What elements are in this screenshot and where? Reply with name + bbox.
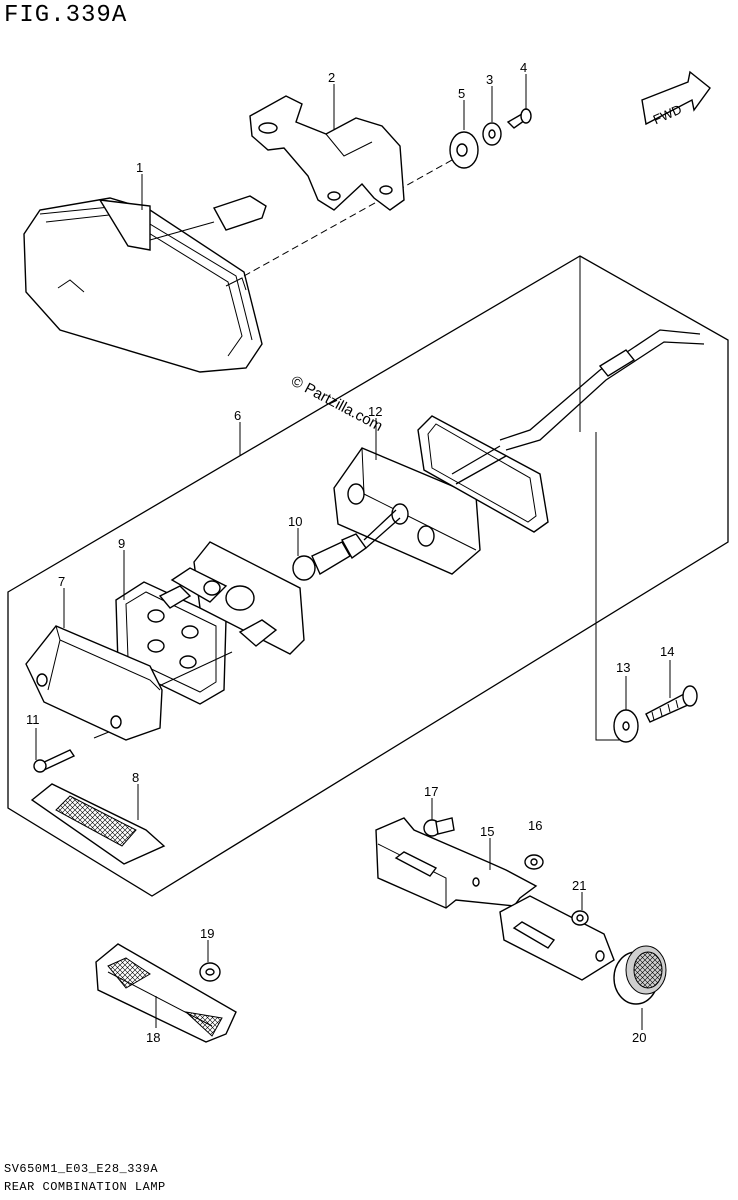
- nut-21: [571, 910, 589, 926]
- callout-11: 11: [26, 712, 40, 727]
- callout-8: 8: [132, 770, 139, 785]
- callout-7: 7: [58, 574, 65, 589]
- tail-lamp-housing: [23, 195, 267, 373]
- callout-12: 12: [368, 404, 382, 419]
- callout-15: 15: [480, 824, 494, 839]
- callout-6: 6: [234, 408, 241, 423]
- callout-3: 3: [486, 72, 493, 87]
- screw-11: [33, 749, 76, 773]
- rear-reflector-18: [95, 943, 237, 1043]
- diagram-code: SV650M1_E03_E28_339A: [4, 1162, 159, 1176]
- callout-9: 9: [118, 536, 125, 551]
- bulb-socket-board: [158, 541, 305, 655]
- screw-4: [506, 108, 532, 129]
- washer-3: [482, 122, 502, 146]
- wire-harness: [451, 329, 705, 485]
- reflector-8: [30, 783, 166, 865]
- callout-18: 18: [146, 1030, 160, 1045]
- callout-1: 1: [136, 160, 143, 175]
- rear-gasket: [417, 415, 549, 533]
- callout-14: 14: [660, 644, 674, 659]
- nut-16: [524, 854, 544, 870]
- lamp-bracket: [249, 95, 405, 211]
- lamp-socket-housing: [333, 447, 481, 575]
- round-reflector-20: [613, 945, 667, 1005]
- callout-16: 16: [528, 818, 542, 833]
- callout-10: 10: [288, 514, 302, 529]
- bolt-14: [645, 685, 698, 723]
- assembly-box-outline: [7, 255, 729, 897]
- callout-20: 20: [632, 1030, 646, 1045]
- assembly-box-inner: [579, 256, 620, 741]
- callout-19: 19: [200, 926, 214, 941]
- callout-leaders: [35, 74, 671, 1030]
- callout-17: 17: [424, 784, 438, 799]
- screw-17: [423, 817, 455, 837]
- leader-line-housing: [243, 149, 471, 277]
- callout-21: 21: [572, 878, 586, 893]
- lens-7: [25, 625, 163, 741]
- callout-labels: 1 2 3 4 5 6 7 8 9 10 11 12 13 14 15 16 1…: [26, 60, 674, 1045]
- diagram-name: REAR COMBINATION LAMP: [4, 1180, 166, 1194]
- washer-13: [613, 709, 639, 743]
- nut-19: [199, 962, 221, 982]
- bulb-10: [292, 509, 401, 581]
- license-plate-bracket: [375, 817, 615, 981]
- callout-13: 13: [616, 660, 630, 675]
- grommet-5: [449, 131, 479, 169]
- callout-2: 2: [328, 70, 335, 85]
- callout-4: 4: [520, 60, 527, 75]
- callout-5: 5: [458, 86, 465, 101]
- fwd-arrow-icon: FWD: [641, 70, 711, 127]
- figure-title: FIG.339A: [4, 2, 128, 29]
